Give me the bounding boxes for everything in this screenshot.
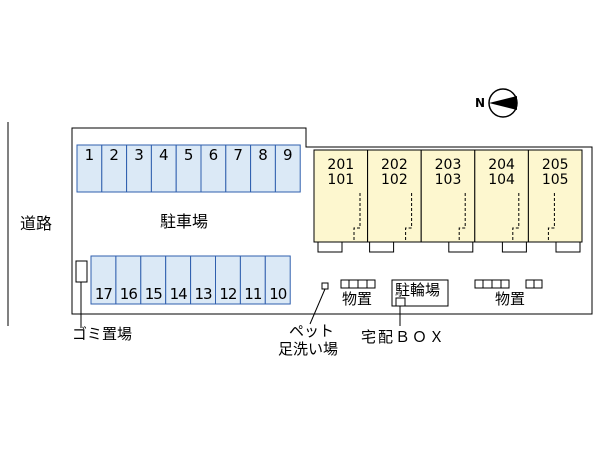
compass-north-label: N xyxy=(475,96,486,110)
unit-partition xyxy=(405,193,413,240)
parking-slot xyxy=(190,255,217,305)
unit-partition xyxy=(353,193,361,240)
parking-slot xyxy=(150,144,177,193)
storage-label-right: 物置 xyxy=(495,290,526,308)
delivery-box xyxy=(395,297,406,307)
parking-slot-number: 7 xyxy=(233,146,243,164)
apartment-unit xyxy=(527,149,583,243)
road-label: 道路 xyxy=(20,214,53,233)
parking-slot-number: 9 xyxy=(283,146,293,164)
parking-slot-number: 6 xyxy=(208,146,219,164)
unit-lower-number: 104 xyxy=(488,171,515,188)
storage-right xyxy=(474,279,543,289)
unit-upper-number: 201 xyxy=(327,157,355,173)
garbage-label: ゴミ置場 xyxy=(72,325,133,343)
pet-foot-wash xyxy=(321,282,329,290)
parking-row-bottom xyxy=(90,255,291,305)
unit-lower-number: 103 xyxy=(434,171,462,188)
parking-slot xyxy=(274,144,301,193)
storage-label-left: 物置 xyxy=(342,290,373,308)
storage-left xyxy=(340,279,376,289)
unit-step xyxy=(555,241,581,253)
parking-slot-number: 3 xyxy=(134,146,144,164)
apartment-unit xyxy=(474,149,529,243)
unit-partition xyxy=(547,193,555,240)
parking-slot-number: 5 xyxy=(183,146,194,164)
parking-slot-number: 10 xyxy=(269,285,287,303)
parking-slot xyxy=(264,255,291,305)
parking-slot-number: 13 xyxy=(194,285,213,303)
parking-slot xyxy=(239,255,266,305)
unit-upper-number: 204 xyxy=(488,157,515,173)
unit-step xyxy=(448,241,474,253)
parking-slot-number: 17 xyxy=(94,285,113,303)
parking-slot-number: 12 xyxy=(219,285,237,303)
site-boundary xyxy=(71,127,593,315)
unit-lower-number: 105 xyxy=(541,171,569,188)
pet-label-line1: ペット xyxy=(289,322,335,340)
building xyxy=(313,149,583,253)
unit-upper-number: 203 xyxy=(434,157,462,173)
unit-step xyxy=(369,241,395,253)
parking-slot-number: 15 xyxy=(144,285,163,303)
parking-slot xyxy=(250,144,276,193)
parking-slot-number: 11 xyxy=(244,285,262,303)
unit-lower-number: 101 xyxy=(327,171,355,188)
parking-slot-number: 14 xyxy=(169,285,188,303)
parking-slot xyxy=(90,255,117,305)
parking-slot xyxy=(115,255,142,305)
unit-step xyxy=(501,241,527,253)
parking-slot-number: 8 xyxy=(258,146,268,164)
unit-partition xyxy=(512,193,520,240)
parking-slot xyxy=(140,255,167,305)
parking-slot-number: 1 xyxy=(84,146,95,164)
garbage-area xyxy=(75,260,88,283)
pet-leader xyxy=(309,288,326,325)
unit-upper-number: 205 xyxy=(541,157,569,173)
delivery-box-label: 宅配ＢＯＸ xyxy=(361,328,447,346)
parking-slot xyxy=(215,255,241,305)
parking-slot-number: 16 xyxy=(119,285,138,303)
parking-slot xyxy=(225,144,252,193)
unit-lower-number: 102 xyxy=(381,171,408,188)
apartment-unit xyxy=(313,149,369,243)
unit-partition xyxy=(458,193,466,240)
apartment-unit xyxy=(420,149,476,243)
apartment-unit xyxy=(367,149,422,243)
parking-slot-number: 2 xyxy=(109,146,119,164)
compass-icon xyxy=(488,88,518,118)
parking-row-top xyxy=(76,144,301,193)
pet-label-line2: 足洗い場 xyxy=(278,340,339,358)
parking-slot xyxy=(200,144,227,193)
parking-label: 駐車場 xyxy=(160,212,209,231)
unit-step xyxy=(317,241,343,253)
parking-slot xyxy=(126,144,152,193)
unit-upper-number: 202 xyxy=(381,157,408,173)
bicycle-parking-label: 駐輪場 xyxy=(395,281,441,299)
parking-slot-number: 4 xyxy=(159,146,169,164)
